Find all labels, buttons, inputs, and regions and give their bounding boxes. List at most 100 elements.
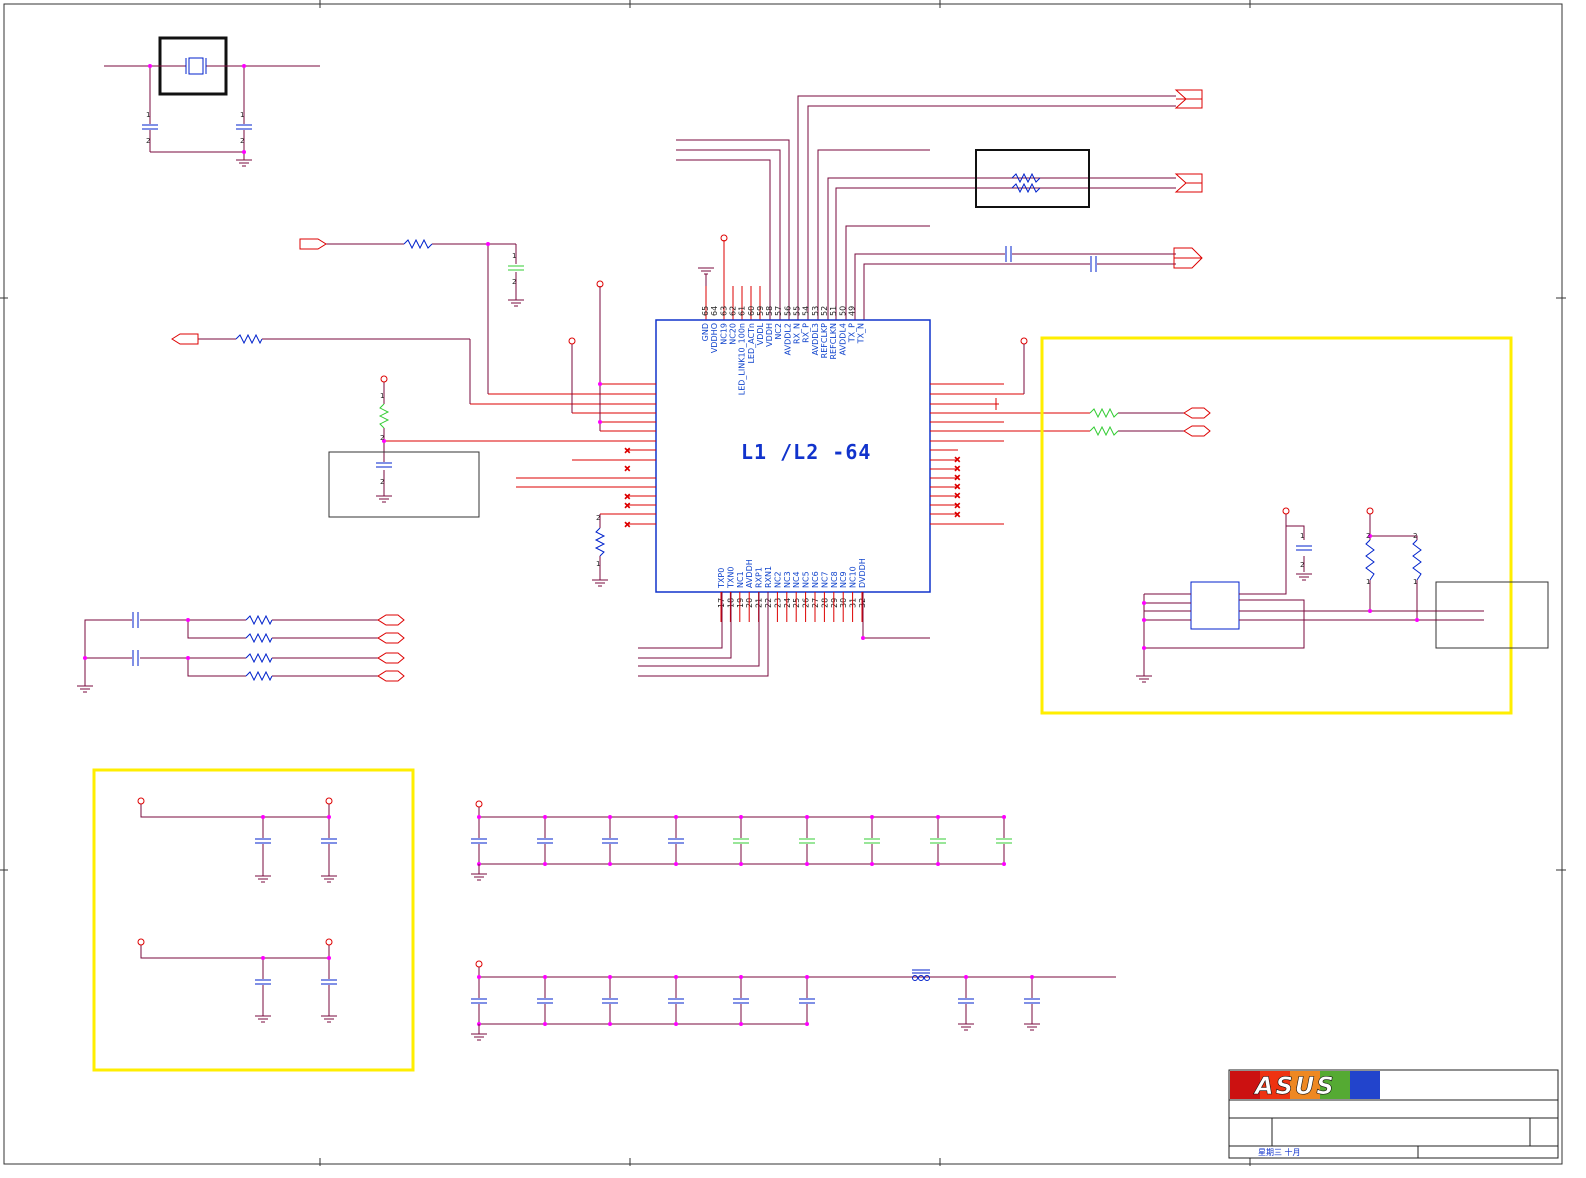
resistor-icon [245,670,273,682]
junction-dot [739,1022,743,1026]
svg-text:2: 2 [1366,532,1370,540]
top-right-nets [676,95,1176,320]
svg-text:1: 1 [1413,578,1417,586]
ground-icon [1296,573,1312,581]
junction-dot [1002,815,1006,819]
junction-dot [608,862,612,866]
svg-text:1: 1 [1300,532,1304,540]
capacitor-icon [132,612,139,628]
chip-right-pin-lines [930,383,1090,525]
top-pin-number: 57 [774,306,783,316]
top-pin-name: AVDDL3 [811,323,820,355]
top-pin-name: LED_ACTn [747,323,756,364]
junction-dot [870,862,874,866]
svg-text:2: 2 [1300,561,1304,569]
left-nets [198,243,601,580]
top-pin-name: LED_LINK10_100n [738,323,747,395]
junction-dot [543,1022,547,1026]
svg-text:×: × [954,464,961,473]
bottom-pin-name: NC9 [839,571,848,588]
svg-text:×: × [954,510,961,519]
svg-text:2: 2 [146,137,150,145]
top-pin-name: NC19 [719,323,728,345]
junction-dot [608,815,612,819]
asus-logo: ASUS [1230,1071,1380,1100]
bottom-pin-name: NC8 [830,571,839,588]
svg-text:×: × [624,501,631,510]
svg-text:2: 2 [512,278,516,286]
junction-dot [477,815,481,819]
chip-bottom-pins: TXP017TXN018NC119AVDDH20RXP121RXN122NC22… [717,558,867,622]
capacitor-icon [1090,256,1097,272]
svg-text:1: 1 [596,560,600,568]
decoupling-left-parts [137,797,337,1023]
top-pin-number: 53 [811,306,820,316]
svg-text:×: × [954,455,961,464]
top-pin-number: 52 [820,306,829,316]
junction-dot [805,815,809,819]
ground-icon [236,159,252,167]
junction-dot [1030,975,1034,979]
top-pin-name: VDDHO [710,323,719,353]
top-pin-name: REFCLKN [829,323,838,360]
top-pin-name: RX_P [802,323,811,343]
junction-dot [674,1022,678,1026]
top-pin-number: 59 [756,306,765,316]
chip-top-pins: 65GND64VDDHO63NC1962NC2061LED_LINK10_100… [701,306,866,395]
logo-text: ASUS [1253,1072,1336,1100]
junction-dot [543,815,547,819]
resistor-icon [1365,539,1375,581]
capacitor-icon [132,650,139,666]
capacitor-icon [376,462,392,468]
highlight-region-right [1040,336,1513,715]
resistor-icon [235,333,263,345]
crystal-icon [188,57,204,75]
top-pin-number: 55 [793,306,802,316]
capacitor-icon [236,124,252,130]
top-pin-number: 51 [829,306,838,316]
top-pin-name: TX_P [847,323,856,343]
ground-icon [1136,675,1152,683]
ground-icon [993,398,999,410]
top-pin-number: 56 [783,306,792,316]
bottom-pin-name: NC6 [811,571,820,588]
top-pin-number: 62 [728,306,737,316]
connector-icon [377,614,405,626]
top-right-components [975,89,1203,272]
ground-icon [698,267,714,286]
tx-connector-icon [1173,247,1203,269]
output-connector-icon [171,333,199,345]
top-pin-name: NC2 [774,323,783,340]
bottom-pin-name: NC3 [783,571,792,588]
connector-icon [377,670,405,682]
junction-dot [739,975,743,979]
top-pin-number: 63 [719,306,728,316]
power-port-icon [475,960,483,968]
inductor-icon [1089,425,1119,437]
filter-box [328,451,480,518]
highlight-region-bottom-left [92,768,415,1072]
svg-text:×: × [954,473,961,482]
top-pin-number: 54 [802,306,811,316]
top-pin-number: 60 [747,306,756,316]
chip-top-pin-lines [705,240,761,320]
bottom-pin-name: RXP1 [755,567,764,588]
regulator-chip [1190,581,1240,630]
ground-icon [376,495,392,503]
top-pin-name: NC20 [728,323,737,345]
title-block: ASUS 星期三 十月 [1228,1069,1559,1159]
top-pin-name: TX_N [857,323,866,344]
inductor-icon [1089,407,1119,419]
svg-text:2: 2 [380,478,384,486]
top-pin-number: 61 [738,306,747,316]
connector-icon [377,652,405,664]
junction-dot [477,975,481,979]
svg-text:2: 2 [596,514,600,522]
resistor-icon [1412,539,1422,581]
connector-icon [1183,407,1211,419]
load-box [1435,581,1549,649]
bottom-pin-name: NC2 [773,571,782,588]
junction-dot [805,1022,809,1026]
top-pin-number: 64 [710,306,719,316]
